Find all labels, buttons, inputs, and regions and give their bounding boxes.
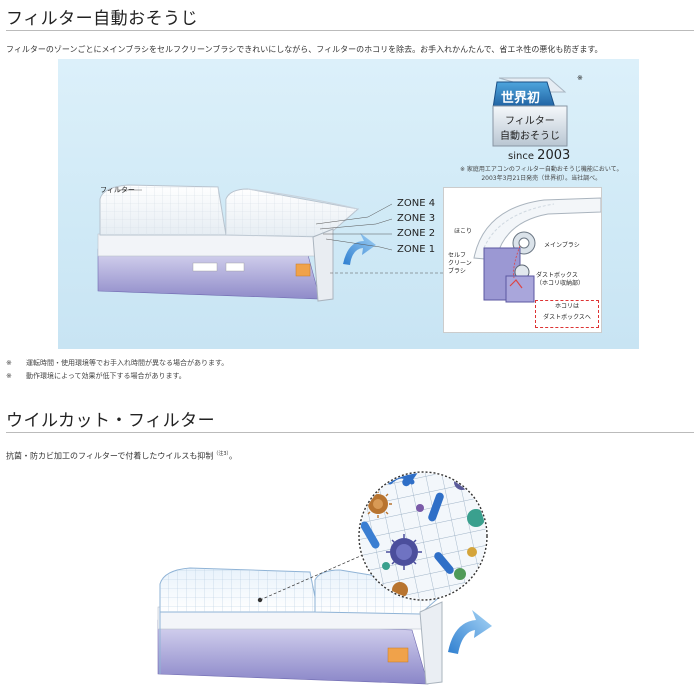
note-1-text: 運転時間・使用環境等でお手入れ時間が異なる場合があります。 [26, 359, 229, 367]
label-dust: ほこり [454, 228, 473, 235]
label-dust-box: ダストボックス （ホコリ収納部） [536, 272, 585, 287]
fine-print-2: 2003年3月21日発売（世界初）。当社調べ。 [481, 175, 602, 182]
zone-3-label: ZONE 3 [397, 213, 436, 224]
section2-description-end: 。 [229, 451, 238, 461]
section-divider-2 [6, 432, 694, 433]
section-title-filter-cleaning: フィルター自動おそうじ [6, 9, 199, 29]
note-1: ※ 運転時間・使用環境等でお手入れ時間が異なる場合があります。 [6, 358, 228, 368]
label-self-clean-brush: セルフ クリーン ブラシ [448, 252, 472, 275]
filter-label: フィルター [100, 186, 135, 194]
badge-line-2: 自動おそうじ [500, 131, 560, 142]
note-2: ※ 動作環境によって効果が低下する場合があります。 [6, 371, 186, 381]
virus-filter-illustration [157, 471, 492, 685]
note-1-mark: ※ [6, 359, 12, 367]
zone-1-label: ZONE 1 [397, 244, 436, 255]
zone-4-label: ZONE 4 [397, 198, 436, 209]
since-year-value: 2003 [537, 148, 571, 163]
since-year: since 2003 [508, 148, 570, 163]
badge-world-first: 世界初 [501, 91, 541, 106]
aircon-unit-illustration [97, 184, 443, 302]
zone-2-label: ZONE 2 [397, 228, 436, 239]
section2-description-text: 抗菌・防カビ加工のフィルターで付着したウイルスも抑制 [6, 451, 214, 461]
note-2-text: 動作環境によって効果が低下する場合があります。 [26, 372, 186, 380]
dust-box-callout: ホコリは ダストボックスへ [535, 300, 599, 328]
fine-print-1: ※ 家庭用エアコンのフィルター自動おそうじ機能において。 [460, 166, 623, 173]
label-main-brush: メインブラシ [544, 242, 580, 249]
badge-asterisk: ※ [577, 74, 583, 82]
section-divider [6, 30, 694, 31]
world-first-badge: ※ 世界初 フィルター 自動おそうじ [437, 72, 587, 162]
badge-fine-print: ※ 家庭用エアコンのフィルター自動おそうじ機能において。 2003年3月21日発… [460, 165, 622, 183]
badge-line-1: フィルター [505, 116, 555, 127]
virus-cut-filter-figure [150, 462, 500, 700]
section-title-virus-cut-filter: ウイルカット・フィルター [6, 411, 216, 431]
brush-mechanism-illustration [473, 197, 602, 303]
section2-description: 抗菌・防カビ加工のフィルターで付着したウイルスも抑制（注3）。 [6, 450, 237, 462]
since-prefix: since [508, 151, 534, 162]
note-2-mark: ※ [6, 372, 12, 380]
section-description: フィルターのゾーンごとにメインブラシをセルフクリーンブラシできれいにしながら、フ… [6, 45, 603, 54]
footnote-mark: （注3） [213, 451, 230, 457]
